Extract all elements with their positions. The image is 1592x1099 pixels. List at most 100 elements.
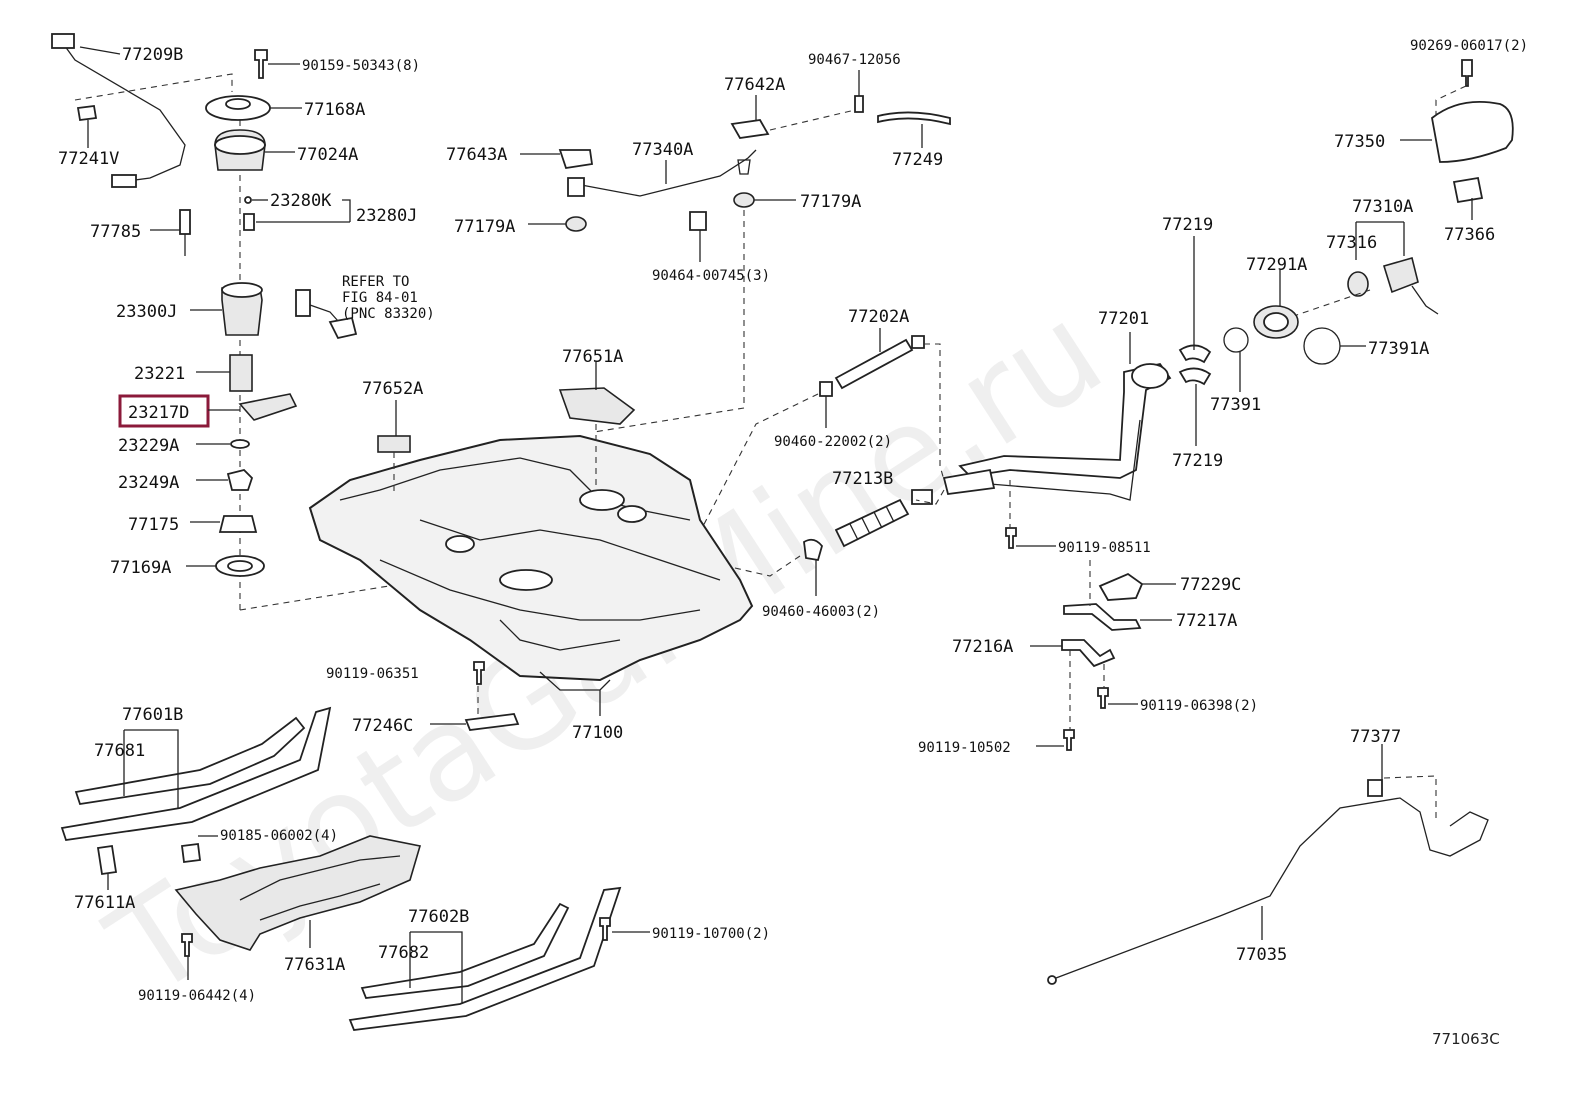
label-77291A[interactable]: 77291A — [1246, 255, 1307, 275]
highlight-box-23217D[interactable] — [118, 394, 210, 428]
label-77631A[interactable]: 77631A — [284, 955, 345, 975]
label-77213B[interactable]: 77213B — [832, 469, 893, 489]
label-77642A[interactable]: 77642A — [724, 75, 785, 95]
label-77681[interactable]: 77681 — [94, 741, 145, 761]
strap-77601B — [60, 706, 332, 841]
clip-77377 — [1367, 779, 1383, 797]
label-77391[interactable]: 77391 — [1210, 395, 1261, 415]
label-77035[interactable]: 77035 — [1236, 945, 1287, 965]
bracket-77216A — [1061, 639, 1116, 668]
washer-23229A — [230, 439, 250, 449]
label-23280K[interactable]: 23280K — [270, 191, 332, 211]
pin-77611A — [96, 844, 118, 876]
label-23249A[interactable]: 23249A — [118, 473, 179, 493]
sender-wire-77209B — [61, 41, 186, 183]
label-90119-06398[interactable]: 90119-06398(2) — [1140, 698, 1258, 714]
label-77179A-left[interactable]: 77179A — [454, 217, 515, 237]
bellows-hose-77213B — [834, 498, 910, 548]
label-90119-10502[interactable]: 90119-10502 — [918, 740, 1011, 756]
label-77652A[interactable]: 77652A — [362, 379, 423, 399]
label-77340A[interactable]: 77340A — [632, 140, 693, 160]
label-77246C[interactable]: 77246C — [352, 716, 413, 736]
label-77179A-right[interactable]: 77179A — [800, 192, 861, 212]
label-77785[interactable]: 77785 — [90, 222, 141, 242]
label-77366[interactable]: 77366 — [1444, 225, 1495, 245]
label-77217A[interactable]: 77217A — [1176, 611, 1237, 631]
strap-77602B — [348, 886, 622, 1031]
label-77316[interactable]: 77316 — [1326, 233, 1377, 253]
release-cable-77035 — [1055, 797, 1489, 979]
label-90460-46003[interactable]: 90460-46003(2) — [762, 604, 880, 620]
clamp-77219-top — [1178, 344, 1212, 364]
clamp-77219-bottom — [1178, 367, 1212, 386]
hose-77249 — [877, 111, 951, 126]
vent-tube-77340A — [575, 149, 757, 197]
strap-77681 — [74, 716, 306, 806]
label-77682[interactable]: 77682 — [378, 943, 429, 963]
label-77229C[interactable]: 77229C — [1180, 575, 1241, 595]
label-77169A[interactable]: 77169A — [110, 558, 171, 578]
label-90119-06442[interactable]: 90119-06442(4) — [138, 988, 256, 1004]
label-90159-50343[interactable]: 90159-50343(8) — [302, 58, 420, 74]
clamp-77229C — [1098, 572, 1144, 601]
screw-90159 — [254, 49, 268, 79]
label-77377[interactable]: 77377 — [1350, 727, 1401, 747]
bolt-90119-06442 — [181, 933, 193, 957]
label-90119-06351[interactable]: 90119-06351 — [326, 666, 419, 682]
label-90460-22002[interactable]: 90460-22002(2) — [774, 434, 892, 450]
label-77310A[interactable]: 77310A — [1352, 197, 1413, 217]
valve-77643A — [558, 149, 594, 170]
bracket-77246C — [464, 713, 520, 731]
bolt-90119-08511 — [1005, 527, 1017, 549]
wire-plug — [111, 174, 137, 188]
oring-23280K — [244, 196, 252, 204]
clamp-90460-46003 — [803, 538, 823, 562]
label-23280J[interactable]: 23280J — [356, 206, 417, 226]
connector-83320 — [295, 289, 311, 317]
refer-note-line3: (PNC 83320) — [342, 306, 435, 322]
label-77350[interactable]: 77350 — [1334, 132, 1385, 152]
label-77100[interactable]: 77100 — [572, 723, 623, 743]
label-77219-top[interactable]: 77219 — [1162, 215, 1213, 235]
protector-77631A — [174, 835, 422, 951]
strap-77682 — [360, 902, 570, 999]
fuel-door-77350 — [1431, 101, 1514, 163]
diagram-code: 771063C — [1432, 1030, 1500, 1048]
label-77024A[interactable]: 77024A — [297, 145, 358, 165]
sender-gauge-77785 — [179, 209, 191, 235]
bracket-77217A — [1063, 603, 1142, 631]
gasket-77175 — [218, 515, 258, 533]
bolt-90119-06398 — [1097, 687, 1109, 709]
label-77175[interactable]: 77175 — [128, 515, 179, 535]
oring-77391 — [1223, 327, 1249, 353]
label-90467-12056[interactable]: 90467-12056 — [808, 52, 901, 68]
clamp-90460-22002 — [819, 381, 833, 397]
label-23217D[interactable]: 23217D — [128, 403, 189, 423]
label-90119-08511[interactable]: 90119-08511 — [1058, 540, 1151, 556]
label-77601B[interactable]: 77601B — [122, 705, 183, 725]
label-77209B[interactable]: 77209B — [122, 45, 183, 65]
label-77651A[interactable]: 77651A — [562, 347, 623, 367]
label-77202A[interactable]: 77202A — [848, 307, 909, 327]
label-77611A[interactable]: 77611A — [74, 893, 135, 913]
label-23300J[interactable]: 23300J — [116, 302, 177, 322]
label-77201[interactable]: 77201 — [1098, 309, 1149, 329]
label-23221[interactable]: 23221 — [134, 364, 185, 384]
label-90464-00745[interactable]: 90464-00745(3) — [652, 268, 770, 284]
label-77216A[interactable]: 77216A — [952, 637, 1013, 657]
label-90269-06017[interactable]: 90269-06017(2) — [1410, 38, 1528, 54]
label-90119-10700[interactable]: 90119-10700(2) — [652, 926, 770, 942]
label-77643A[interactable]: 77643A — [446, 145, 507, 165]
label-77168A[interactable]: 77168A — [304, 100, 365, 120]
bolt-90119-10502 — [1063, 729, 1075, 751]
label-23229A[interactable]: 23229A — [118, 436, 179, 456]
label-77241V[interactable]: 77241V — [58, 149, 119, 169]
label-77219-bottom[interactable]: 77219 — [1172, 451, 1223, 471]
fuel-pump-23221 — [229, 354, 253, 392]
label-77391A[interactable]: 77391A — [1368, 339, 1429, 359]
cap-ring-77316 — [1347, 271, 1369, 297]
label-77602B[interactable]: 77602B — [408, 907, 469, 927]
label-90185-06002[interactable]: 90185-06002(4) — [220, 828, 338, 844]
label-77249[interactable]: 77249 — [892, 150, 943, 170]
